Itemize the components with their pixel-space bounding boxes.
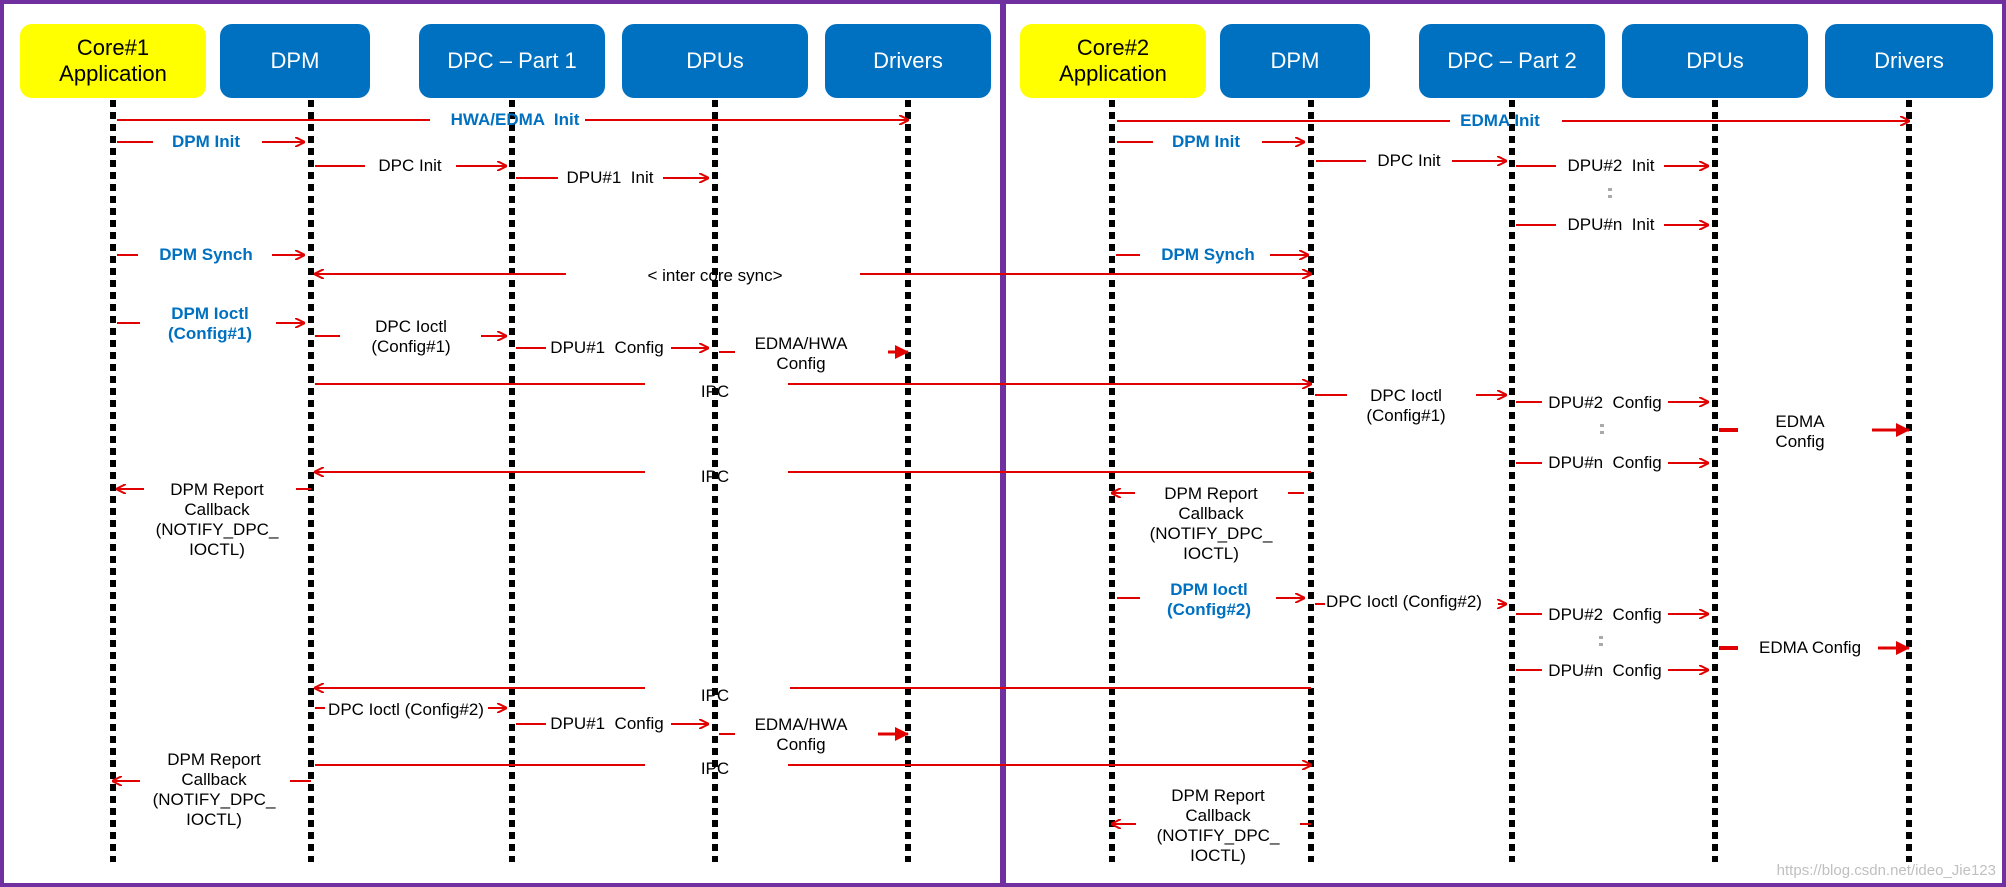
header-drivers-core1: Drivers bbox=[825, 24, 991, 98]
label-p1-edma-hwa-config-a: EDMA/HWA Config bbox=[754, 334, 848, 373]
label-p2-dpu2-init: DPU#2 Init bbox=[1567, 156, 1655, 175]
dots-p2-cfg-b-a bbox=[1599, 636, 1603, 639]
label-ipc-3: IPC bbox=[700, 686, 730, 705]
dots-p2-cfg-b-b bbox=[1599, 643, 1603, 646]
label-p1-dpu1-init: DPU#1 Init bbox=[566, 168, 654, 187]
label-p1-dpu1-config-b: DPU#1 Config bbox=[550, 714, 664, 733]
watermark-text: https://blog.csdn.net/ideo_Jie123 bbox=[1776, 862, 1996, 879]
label-p1-dpm-report-1: DPM Report Callback (NOTIFY_DPC_ IOCTL) bbox=[155, 480, 279, 559]
header-dpm-core2: DPM bbox=[1220, 24, 1370, 98]
label-p2-dpun-config-a: DPU#n Config bbox=[1548, 453, 1662, 472]
label-p2-dpc-ioctl-cfg2: DPC Ioctl (Config#2) bbox=[1326, 592, 1482, 611]
label-p2-dpm-ioctl-cfg2: DPM Ioctl (Config#2) bbox=[1166, 580, 1252, 619]
label-p2-dpu2-config-a: DPU#2 Config bbox=[1548, 393, 1662, 412]
header-drivers-core2: Drivers bbox=[1825, 24, 1993, 98]
panel-frame-core2 bbox=[1002, 0, 2006, 887]
label-p1-hwa-edma-init: HWA/EDMA Init bbox=[450, 110, 580, 129]
label-p2-dpun-init: DPU#n Init bbox=[1567, 215, 1655, 234]
label-ipc-2: IPC bbox=[700, 467, 730, 486]
label-ipc-4: IPC bbox=[700, 759, 730, 778]
label-p1-dpm-report-2: DPM Report Callback (NOTIFY_DPC_ IOCTL) bbox=[152, 750, 276, 829]
label-p1-dpm-init: DPM Init bbox=[172, 132, 240, 151]
header-application-core2: Core#2 Application bbox=[1020, 24, 1206, 98]
dots-p2-init-a bbox=[1608, 188, 1612, 191]
label-p1-dpc-init: DPC Init bbox=[378, 156, 442, 175]
label-inter-core-sync: < inter core sync> bbox=[647, 266, 783, 285]
header-dpus-core2: DPUs bbox=[1622, 24, 1808, 98]
dots-p2-cfg-a-a bbox=[1600, 424, 1604, 427]
header-dpc-core2: DPC – Part 2 bbox=[1419, 24, 1605, 98]
label-p2-edma-init: EDMA Init bbox=[1460, 111, 1540, 130]
header-dpm-core1: DPM bbox=[220, 24, 370, 98]
label-ipc-1: IPC bbox=[700, 382, 730, 401]
dots-p2-cfg-a-b bbox=[1600, 431, 1604, 434]
header-application-core1: Core#1 Application bbox=[20, 24, 206, 98]
label-p2-dpm-init: DPM Init bbox=[1172, 132, 1240, 151]
label-p2-dpc-init: DPC Init bbox=[1377, 151, 1441, 170]
label-p1-edma-hwa-config-b: EDMA/HWA Config bbox=[754, 715, 848, 754]
label-p2-dpu2-config-b: DPU#2 Config bbox=[1548, 605, 1662, 624]
dots-p2-init-b bbox=[1608, 195, 1612, 198]
label-p2-dpm-report-2: DPM Report Callback (NOTIFY_DPC_ IOCTL) bbox=[1156, 786, 1280, 865]
label-p1-dpc-ioctl-cfg2: DPC Ioctl (Config#2) bbox=[328, 700, 484, 719]
label-p2-dpun-config-b: DPU#n Config bbox=[1548, 661, 1662, 680]
header-dpc-core1: DPC – Part 1 bbox=[419, 24, 605, 98]
label-p2-edma-config-b: EDMA Config bbox=[1758, 638, 1862, 657]
label-p1-dpm-synch: DPM Synch bbox=[159, 245, 253, 264]
label-p2-edma-config-a: EDMA Config bbox=[1775, 412, 1825, 451]
label-p1-dpu1-config-a: DPU#1 Config bbox=[550, 338, 664, 357]
header-dpus-core1: DPUs bbox=[622, 24, 808, 98]
label-p2-dpm-report-1: DPM Report Callback (NOTIFY_DPC_ IOCTL) bbox=[1149, 484, 1273, 563]
label-p1-dpm-ioctl-cfg1: DPM Ioctl (Config#1) bbox=[167, 304, 253, 343]
label-p2-dpc-ioctl-cfg1: DPC Ioctl (Config#1) bbox=[1366, 386, 1446, 425]
label-p1-dpc-ioctl-cfg1: DPC Ioctl (Config#1) bbox=[371, 317, 451, 356]
label-p2-dpm-synch: DPM Synch bbox=[1161, 245, 1255, 264]
